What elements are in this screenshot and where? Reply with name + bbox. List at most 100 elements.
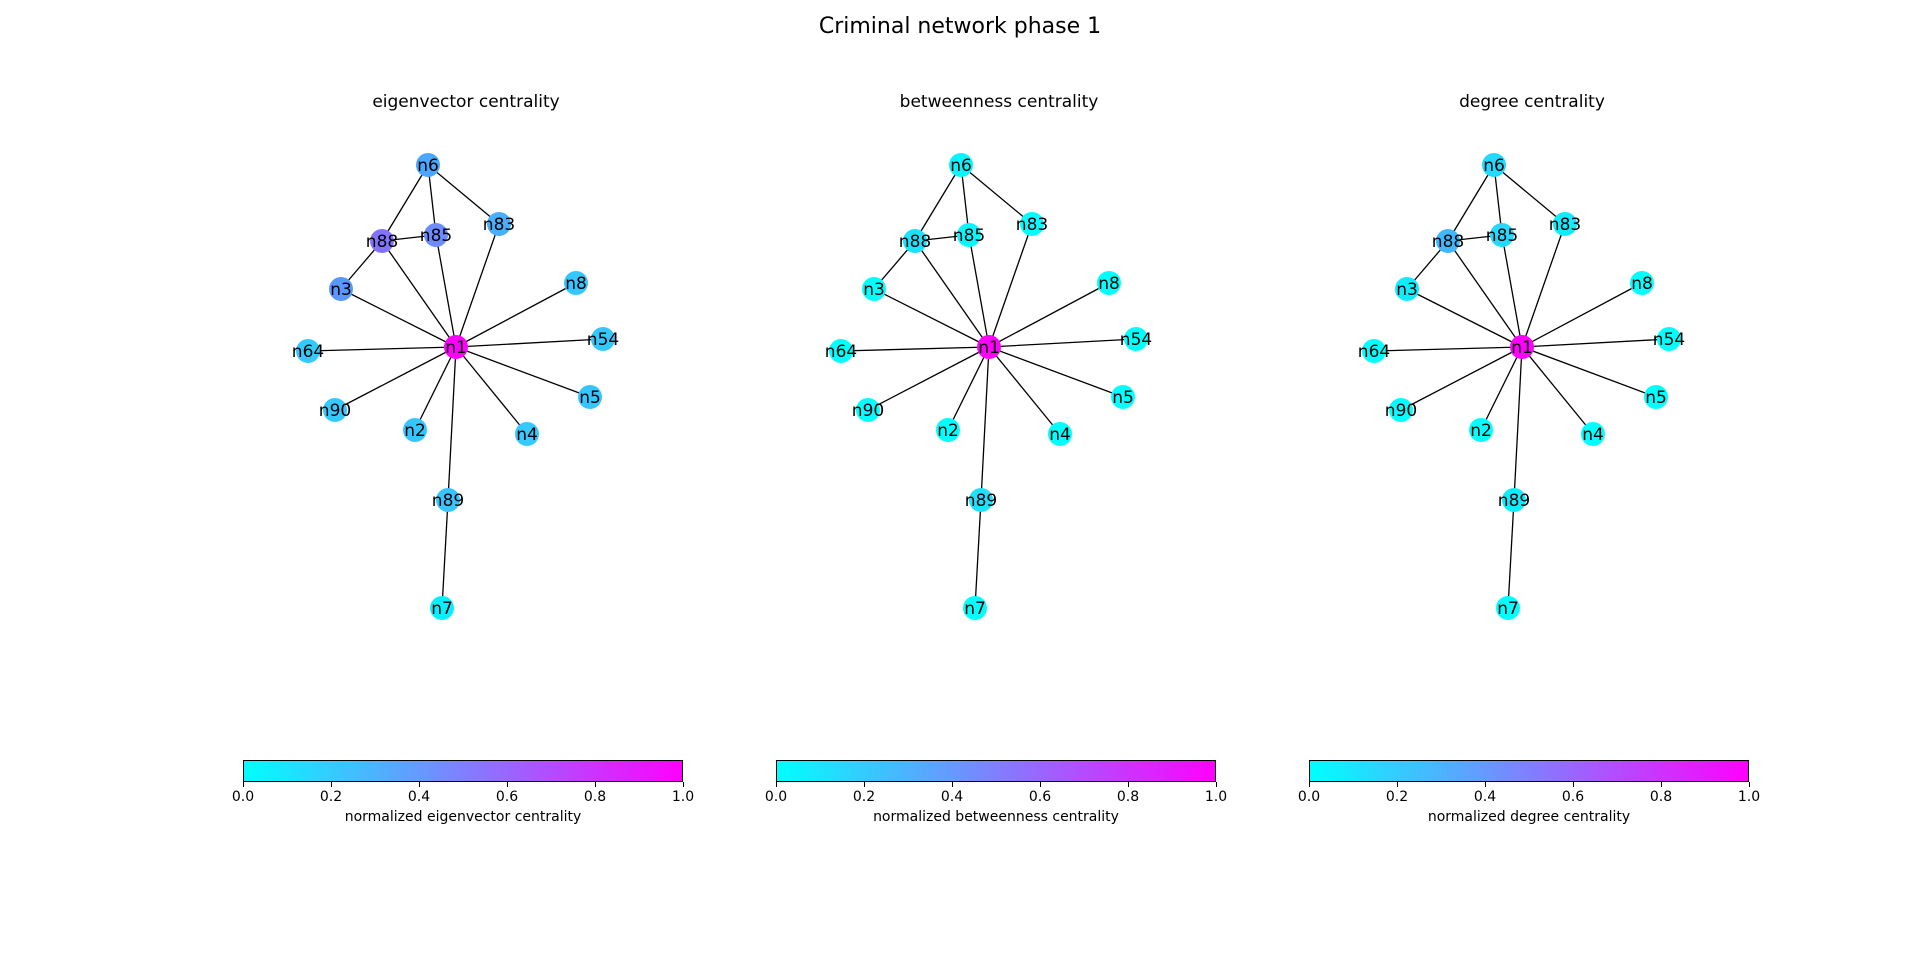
node-n64 xyxy=(829,339,853,363)
node-n1 xyxy=(977,335,1001,359)
node-label-n85: n85 xyxy=(420,226,452,246)
colorbar-tick-label: 0.2 xyxy=(852,789,876,805)
edge-n1-n8 xyxy=(988,282,1110,348)
node-label-n83: n83 xyxy=(483,215,515,235)
node-n3 xyxy=(862,277,886,301)
edge-n1-n54 xyxy=(988,338,1137,348)
node-n88 xyxy=(903,229,927,253)
edge-n1-n88 xyxy=(1447,240,1523,348)
node-label-n3: n3 xyxy=(863,280,885,300)
colorbar-tick xyxy=(1749,782,1750,787)
panel-title: degree centrality xyxy=(1459,92,1605,112)
node-label-n64: n64 xyxy=(1358,342,1390,362)
node-label-n2: n2 xyxy=(404,421,426,441)
edge-n1-n5 xyxy=(988,346,1124,398)
edge-n1-n3 xyxy=(873,288,990,348)
colorbar-tick xyxy=(243,782,244,787)
edge-n1-n90 xyxy=(1400,346,1523,411)
colorbar xyxy=(1309,760,1749,782)
node-n89 xyxy=(436,488,460,512)
figure-title: Criminal network phase 1 xyxy=(818,14,1102,39)
colorbar-tick-label: 0.2 xyxy=(319,789,343,805)
edge-n6-n88 xyxy=(1447,164,1495,242)
node-n2 xyxy=(1469,418,1493,442)
node-n6 xyxy=(416,153,440,177)
node-label-n64: n64 xyxy=(292,342,324,362)
node-n89 xyxy=(969,488,993,512)
edge-n6-n83 xyxy=(960,164,1033,225)
colorbar-tick xyxy=(1573,782,1574,787)
node-n4 xyxy=(1581,422,1605,446)
colorbar-tick-label: 0.6 xyxy=(495,789,519,805)
edge-n1-n83 xyxy=(1521,223,1566,348)
node-n90 xyxy=(1389,398,1413,422)
edge-n6-n83 xyxy=(1493,164,1566,225)
node-label-n88: n88 xyxy=(1432,232,1464,252)
node-n5 xyxy=(1111,385,1135,409)
edge-n1-n3 xyxy=(340,288,457,348)
edge-n1-n4 xyxy=(1521,346,1594,435)
edge-n1-n88 xyxy=(381,240,457,348)
edge-n1-n54 xyxy=(455,338,604,348)
node-n6 xyxy=(1482,153,1506,177)
colorbar-tick-label: 0.4 xyxy=(1473,789,1497,805)
colorbar-tick xyxy=(683,782,684,787)
node-label-n90: n90 xyxy=(1385,401,1417,421)
node-n1 xyxy=(1510,335,1534,359)
edge-n6-n83 xyxy=(427,164,500,225)
panel-title: betweenness centrality xyxy=(899,92,1099,112)
colorbar-tick-label: 0.0 xyxy=(231,789,255,805)
edge-n6-n88 xyxy=(381,164,429,242)
node-label-n54: n54 xyxy=(587,330,619,350)
edge-n1-n83 xyxy=(455,223,500,348)
node-n85 xyxy=(1490,223,1514,247)
node-label-n1: n1 xyxy=(1511,338,1533,358)
colorbar-tick-label: 0.4 xyxy=(407,789,431,805)
edge-n1-n64 xyxy=(1373,346,1523,352)
colorbar-tick xyxy=(1397,782,1398,787)
node-label-n6: n6 xyxy=(1483,156,1505,176)
colorbar xyxy=(776,760,1216,782)
edge-n1-n3 xyxy=(1406,288,1523,348)
node-n1 xyxy=(444,335,468,359)
edge-n1-n89 xyxy=(447,346,457,501)
colorbar-tick-label: 0.0 xyxy=(764,789,788,805)
colorbar-tick xyxy=(595,782,596,787)
colorbar-tick-label: 1.0 xyxy=(1737,789,1761,805)
colorbar-tick xyxy=(952,782,953,787)
edge-n1-n2 xyxy=(947,346,990,431)
edge-n6-n88 xyxy=(914,164,962,242)
node-label-n7: n7 xyxy=(431,599,453,619)
edge-n1-n90 xyxy=(867,346,990,411)
node-label-n4: n4 xyxy=(516,425,538,445)
node-label-n3: n3 xyxy=(330,280,352,300)
edge-n1-n2 xyxy=(414,346,457,431)
colorbar-tick-label: 0.6 xyxy=(1561,789,1585,805)
node-label-n90: n90 xyxy=(852,401,884,421)
node-n8 xyxy=(1630,271,1654,295)
edge-n1-n85 xyxy=(435,234,457,348)
edge-n1-n83 xyxy=(988,223,1033,348)
node-label-n88: n88 xyxy=(366,232,398,252)
node-label-n89: n89 xyxy=(1498,491,1530,511)
edge-n89-n7 xyxy=(441,499,449,609)
node-label-n64: n64 xyxy=(825,342,857,362)
edge-n1-n89 xyxy=(1513,346,1523,501)
node-label-n8: n8 xyxy=(565,274,587,294)
node-label-n4: n4 xyxy=(1582,425,1604,445)
colorbar-tick xyxy=(1309,782,1310,787)
colorbar-label: normalized betweenness centrality xyxy=(873,809,1119,825)
panel-title: eigenvector centrality xyxy=(372,92,560,112)
node-label-n7: n7 xyxy=(1497,599,1519,619)
node-label-n8: n8 xyxy=(1631,274,1653,294)
node-label-n2: n2 xyxy=(937,421,959,441)
node-n7 xyxy=(963,596,987,620)
node-n7 xyxy=(430,596,454,620)
node-n89 xyxy=(1502,488,1526,512)
colorbar-tick xyxy=(1661,782,1662,787)
colorbar-label: normalized eigenvector centrality xyxy=(344,809,582,825)
node-n7 xyxy=(1496,596,1520,620)
